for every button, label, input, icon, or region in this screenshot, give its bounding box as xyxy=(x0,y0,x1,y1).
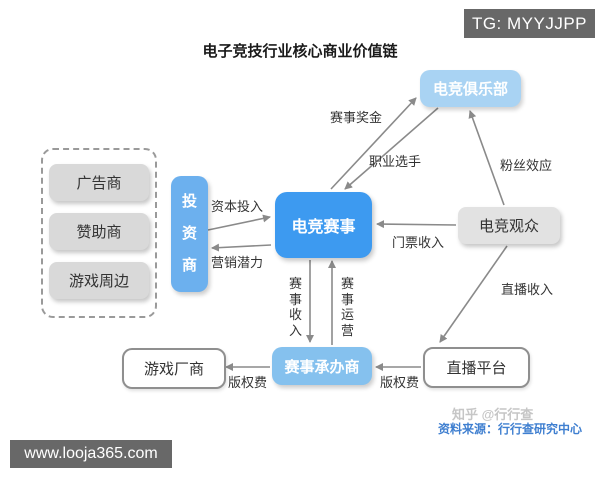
node-esports-audience: 电竞观众 xyxy=(458,207,560,244)
node-event-organizer: 赛事承办商 xyxy=(272,347,372,385)
node-esports-event: 电竞赛事 xyxy=(275,192,372,258)
sponsors-group-outline xyxy=(41,148,157,318)
node-game-merchandise: 游戏周边 xyxy=(49,262,149,299)
arrow-capital-investment xyxy=(207,214,271,231)
edge-label-marketing-potential: 营销潜力 xyxy=(211,255,264,270)
edge-label-copyright-fee-left: 版权费 xyxy=(228,375,268,390)
arrow-fan-effect xyxy=(468,110,505,206)
edge-label-pro-players: 职业选手 xyxy=(369,154,422,169)
edge-label-event-operation: 赛事运营 xyxy=(340,276,354,338)
edge-label-event-revenue: 赛事收入 xyxy=(288,276,302,338)
node-game-developer: 游戏厂商 xyxy=(122,348,226,389)
zhihu-watermark: 知乎 @行行查 xyxy=(452,407,534,422)
node-sponsor: 赞助商 xyxy=(49,213,149,250)
node-streaming-platform: 直播平台 xyxy=(423,347,530,388)
website-badge: www.looja365.com xyxy=(10,440,172,468)
data-source-credit: 资料来源：行行查研究中心 xyxy=(438,422,583,436)
node-investor-label: 投资商 xyxy=(181,192,197,275)
edge-label-fan-effect: 粉丝效应 xyxy=(500,158,553,173)
edge-label-streaming-revenue: 直播收入 xyxy=(501,282,554,297)
edge-label-ticket-revenue: 门票收入 xyxy=(392,235,445,250)
edge-label-event-prize: 赛事奖金 xyxy=(330,110,383,125)
edge-label-capital-investment: 资本投入 xyxy=(211,199,264,214)
diagram-title: 电子竞技行业核心商业价值链 xyxy=(202,43,398,60)
node-esports-club: 电竞俱乐部 xyxy=(420,70,521,107)
arrow-streaming-revenue xyxy=(439,245,508,343)
arrow-ticket-revenue xyxy=(376,220,457,229)
arrow-marketing-potential xyxy=(211,243,272,252)
arrow-pro-players xyxy=(344,107,439,190)
arrow-event-prize xyxy=(330,97,417,190)
edge-label-copyright-fee-right: 版权费 xyxy=(380,375,420,390)
node-investor: 投资商 xyxy=(171,176,208,292)
node-advertiser: 广告商 xyxy=(49,164,149,201)
tg-contact-badge: TG: MYYJJPP xyxy=(464,9,595,38)
